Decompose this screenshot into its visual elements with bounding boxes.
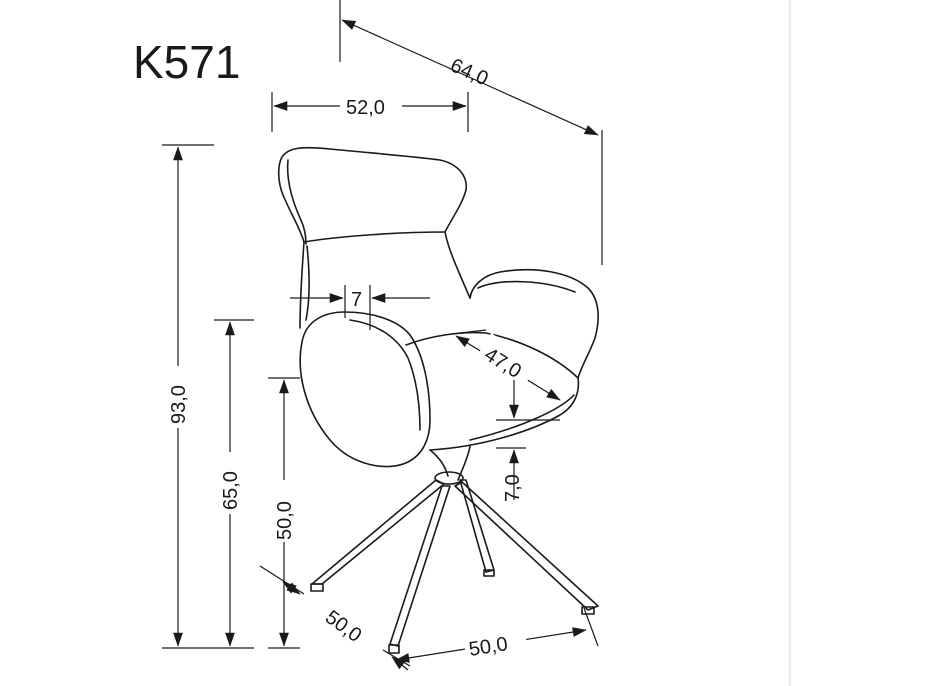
dim-seat-thickness-label: 7,0 xyxy=(502,474,524,502)
dim-base-depth-label: 50,0 xyxy=(321,606,365,647)
dimension-seat-depth: 47,0 xyxy=(451,329,561,401)
backrest-seam xyxy=(303,231,446,243)
model-title: K571 xyxy=(133,36,240,88)
glide-front-right xyxy=(581,606,595,615)
dimension-width: 52,0 xyxy=(271,92,469,132)
dimension-depth-overall: 64,0 xyxy=(339,0,603,265)
chair-outline xyxy=(277,146,599,654)
dim-height-total-label: 93,0 xyxy=(168,385,190,424)
leg-front-left xyxy=(311,479,445,585)
dim-width-label: 52,0 xyxy=(346,97,385,119)
dimension-base-depth: 50,0 xyxy=(259,565,411,671)
left-armrest-outline xyxy=(299,311,431,468)
column-base xyxy=(434,471,464,485)
right-armrest-inner xyxy=(477,280,576,293)
dim-base-width-label: 50,0 xyxy=(467,633,509,661)
dimension-height-total: 93,0 xyxy=(162,144,214,649)
left-armrest-inner xyxy=(349,319,421,431)
dimension-armrest-thickness: 7 xyxy=(290,285,430,330)
dimension-seat-thickness: 7,0 xyxy=(496,380,560,502)
glide-back xyxy=(483,569,495,577)
dimension-base-width: 50,0 xyxy=(395,607,599,663)
right-armrest-outline xyxy=(469,268,599,379)
dim-armrest-thickness-label: 7 xyxy=(351,289,362,311)
dim-depth-overall-label: 64,0 xyxy=(447,54,492,90)
dim-seat-height-label: 50,0 xyxy=(274,501,296,540)
seat-front xyxy=(429,377,580,451)
backrest-outline xyxy=(277,146,471,329)
column-left xyxy=(429,449,449,477)
backrest-side-line xyxy=(305,245,310,321)
dimension-seat-height: 50,0 xyxy=(268,377,300,649)
dimension-armrest-height: 65,0 xyxy=(214,319,254,649)
glide-front-left xyxy=(310,583,324,592)
leg-front-right xyxy=(454,481,599,611)
seat-cushion-edge xyxy=(469,394,575,441)
backrest-inner-edge xyxy=(286,159,307,245)
leg-back xyxy=(459,479,495,573)
column-right xyxy=(457,445,471,481)
chair-legs xyxy=(310,479,599,654)
dim-armrest-height-label: 65,0 xyxy=(220,471,242,510)
